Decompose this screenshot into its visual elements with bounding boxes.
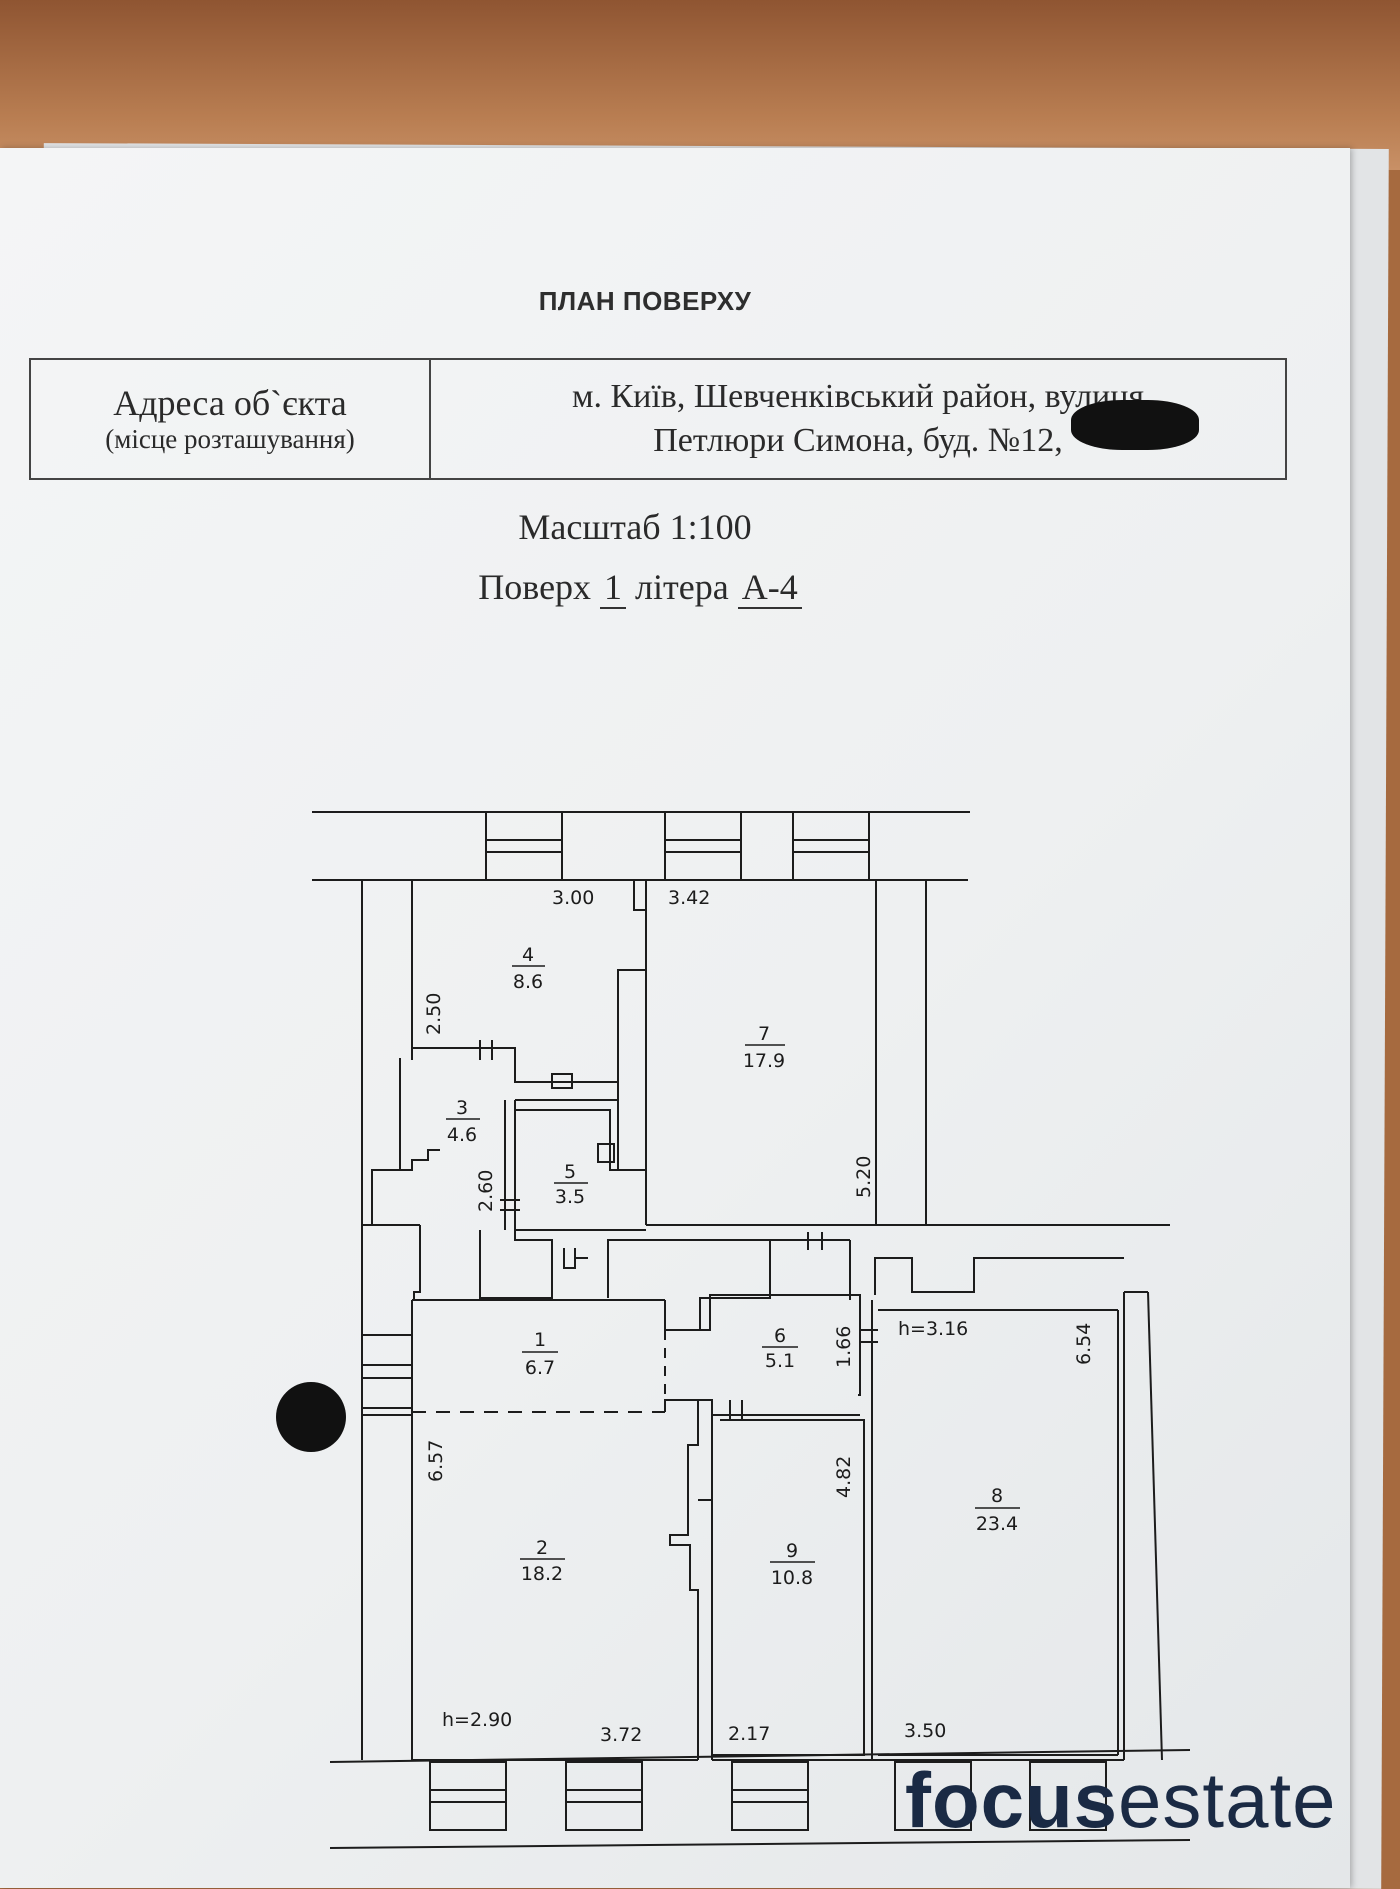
room-9-number: 9	[786, 1540, 798, 1562]
room-5-number: 5	[564, 1161, 576, 1183]
room-9-label: 9 10.8	[770, 1540, 815, 1589]
document-title: ПЛАН ПОВЕРХУ	[538, 286, 752, 316]
logo-part-focus: focus	[905, 1756, 1119, 1844]
address-value-cell: м. Київ, Шевченківський район, вулиця Пе…	[431, 360, 1285, 478]
room-5-label: 5 3.5	[554, 1161, 588, 1208]
room-6-label: 6 5.1	[762, 1325, 798, 1372]
address-label: Адреса об`єкта	[113, 383, 347, 423]
dim-3-72: 3.72	[600, 1724, 642, 1746]
dimension-labels: 3.00 3.42 2.50 2.60 5.20 1.66 6.54 6.57 …	[423, 887, 1095, 1746]
dim-3-42: 3.42	[668, 887, 710, 909]
dim-6-54: 6.54	[1073, 1323, 1095, 1365]
dim-3-50: 3.50	[904, 1720, 946, 1742]
room-1-area: 6.7	[525, 1357, 555, 1379]
dim-3-00: 3.00	[552, 887, 594, 909]
dim-2-17: 2.17	[728, 1723, 770, 1745]
redaction-dot	[276, 1382, 346, 1452]
room-7-area: 17.9	[743, 1050, 785, 1072]
address-line-1: м. Київ, Шевченківський район, вулиця	[571, 378, 1145, 415]
room-1-number: 1	[534, 1329, 546, 1351]
dim-1-66: 1.66	[833, 1326, 855, 1368]
washbasin-icon	[548, 1118, 564, 1138]
boiler-icon	[563, 1248, 576, 1269]
room-2-label: 2 18.2	[520, 1537, 565, 1585]
room-4-area: 8.6	[513, 971, 543, 993]
room-1-label: 1 6.7	[522, 1329, 558, 1379]
floor-label: Поверх 1 літера А-4	[0, 566, 1280, 609]
room-6-number: 6	[774, 1325, 786, 1347]
height-3-16: h=3.16	[898, 1318, 968, 1340]
room-4-number: 4	[522, 944, 534, 966]
address-label-sub: (місце розташування)	[105, 424, 355, 454]
room-3-number: 3	[456, 1097, 468, 1119]
logo-part-estate: estate	[1118, 1756, 1337, 1844]
address-line-2: Петлюри Симона, буд. №12,	[653, 422, 1063, 459]
room-8-label: 8 23.4	[975, 1485, 1020, 1535]
dim-2-60: 2.60	[475, 1170, 497, 1212]
watermark-logo: focusestate	[905, 1760, 1337, 1840]
dim-4-82: 4.82	[833, 1456, 855, 1498]
room-6-area: 5.1	[765, 1350, 795, 1372]
floor-prefix: Поверх	[478, 567, 592, 607]
room-2-area: 18.2	[521, 1563, 563, 1585]
address-table: Адреса об`єкта (місце розташування) м. К…	[29, 358, 1287, 480]
room-2-number: 2	[536, 1537, 548, 1559]
room-7-label: 7 17.9	[743, 1023, 785, 1072]
dim-5-20: 5.20	[853, 1156, 875, 1198]
room-5-area: 3.5	[555, 1186, 585, 1208]
room-4-label: 4 8.6	[512, 944, 545, 993]
plan-walls	[312, 811, 1191, 1849]
address-label-cell: Адреса об`єкта (місце розташування)	[31, 360, 431, 478]
room-8-number: 8	[991, 1485, 1003, 1507]
letter-value: А-4	[737, 567, 802, 609]
room-3-area: 4.6	[447, 1124, 477, 1146]
scale-label: Масштаб 1:100	[518, 507, 752, 547]
redaction-mark	[1071, 400, 1199, 450]
letter-prefix: літера	[635, 567, 729, 607]
room-labels: 4 8.6 7 17.9 3 4.6 5 3.5 1 6.7 6 5.1	[446, 944, 1020, 1589]
room-8-area: 23.4	[976, 1513, 1018, 1535]
room-3-label: 3 4.6	[446, 1097, 480, 1146]
height-2-90: h=2.90	[442, 1709, 512, 1731]
dim-2-50: 2.50	[423, 993, 445, 1035]
room-7-number: 7	[758, 1023, 770, 1045]
floor-number: 1	[600, 567, 627, 609]
desk-surface	[0, 0, 1400, 170]
room-9-area: 10.8	[771, 1567, 813, 1589]
dim-6-57: 6.57	[425, 1440, 447, 1482]
